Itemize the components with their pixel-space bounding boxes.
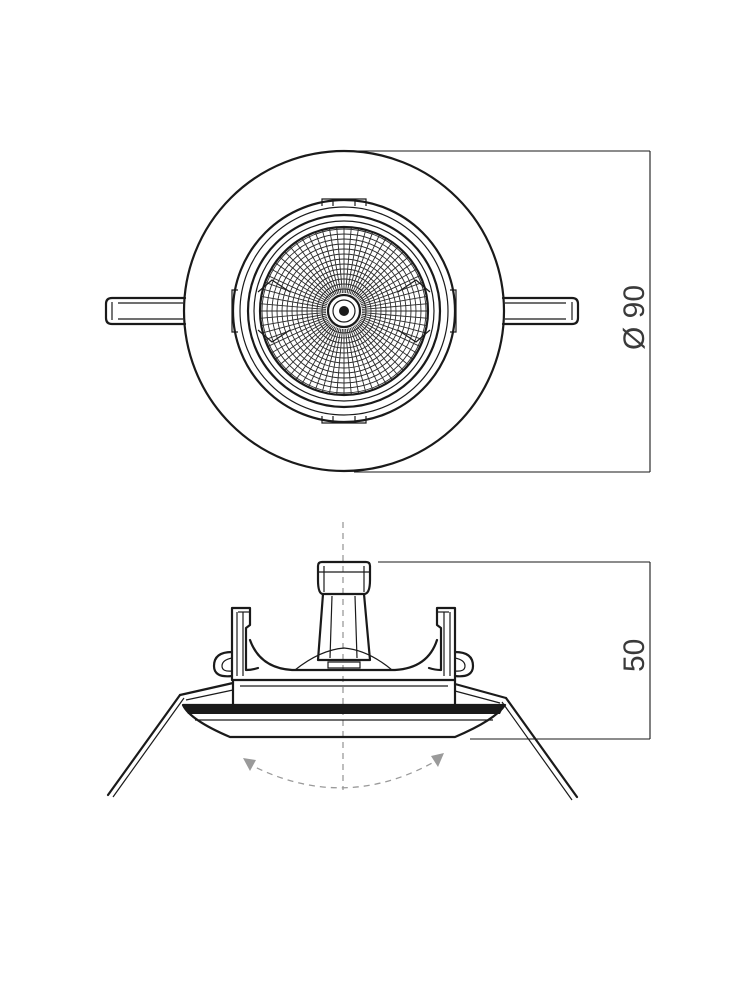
reflector-spoke	[294, 325, 335, 382]
reflector-spoke	[361, 288, 428, 307]
reflector-spoke	[336, 227, 343, 294]
mount-ring-outer	[231, 198, 457, 424]
reflector-facets	[260, 227, 428, 395]
reflector-spoke	[328, 227, 342, 294]
reflector-spoke	[321, 328, 340, 395]
reflector-spoke	[260, 303, 327, 310]
side-spring-right	[453, 682, 579, 801]
reflector-spoke	[336, 328, 343, 395]
reflector-spoke	[282, 323, 332, 373]
reflector-spoke	[361, 313, 428, 327]
lamp-center	[326, 293, 362, 329]
reflector-spoke	[260, 288, 327, 307]
reflector-spoke	[260, 315, 327, 334]
lamp-ring	[246, 213, 442, 409]
reflector-spoke	[282, 249, 332, 299]
reflector-spoke	[260, 312, 327, 319]
outer-bezel	[182, 149, 506, 473]
reflector-spoke	[349, 327, 374, 392]
reflector-spoke	[260, 295, 327, 309]
reflector-spoke	[361, 315, 428, 334]
reflector-spoke	[353, 325, 394, 382]
reflector-spoke	[265, 274, 328, 304]
reflector-spoke	[328, 328, 342, 395]
mount-ring-inner	[239, 206, 449, 416]
reflector-spoke	[349, 230, 374, 295]
height-dimension: 50	[378, 561, 651, 740]
reflector-spoke	[277, 255, 331, 300]
reflector-spoke	[269, 267, 329, 303]
reflector-spoke	[307, 232, 337, 295]
lamp-clips	[257, 279, 431, 343]
reflector-spoke	[300, 236, 336, 296]
side-spring-left	[106, 681, 235, 798]
reflector-spoke	[360, 274, 423, 304]
reflector-spoke	[360, 281, 425, 306]
reflector-spoke	[314, 230, 339, 295]
reflector-spoke	[361, 303, 428, 310]
left-bracket	[212, 606, 260, 682]
side-bezel	[181, 703, 507, 739]
reflector-spoke	[345, 328, 352, 395]
reflector-spoke	[351, 327, 381, 390]
retaining-tabs	[231, 198, 457, 424]
reflector-spoke	[277, 322, 331, 367]
reflector-spoke	[355, 324, 400, 378]
reflector-spoke	[359, 267, 419, 303]
reflector-spoke	[358, 320, 415, 361]
reflector-spoke	[269, 319, 329, 355]
height-label: 50	[618, 639, 651, 672]
reflector-spoke	[348, 227, 367, 294]
reflector-spoke	[355, 244, 400, 298]
reflector-spoke	[360, 318, 423, 348]
reflector-spoke	[357, 255, 411, 300]
reflector-spoke	[265, 318, 328, 348]
reflector-spoke	[361, 295, 428, 309]
reflector-spoke	[352, 236, 388, 296]
reflector-spoke	[353, 240, 394, 297]
reflector-spoke	[288, 324, 333, 378]
reflector-spoke	[360, 316, 425, 341]
reflector-spoke	[307, 327, 337, 390]
reflector-spoke	[288, 244, 333, 298]
reflector-spoke	[260, 313, 327, 327]
reflector-spoke	[351, 232, 381, 295]
reflector-spoke	[356, 323, 406, 373]
diameter-label: Ø 90	[618, 285, 651, 350]
reflector-curve	[248, 638, 439, 672]
reflector-spoke	[345, 227, 352, 294]
reflector-spoke	[359, 319, 419, 355]
lamp-socket	[316, 560, 372, 669]
top-view: Ø 90	[104, 149, 651, 473]
reflector-spoke	[300, 326, 336, 386]
reflector-spoke	[273, 320, 330, 361]
left-spring-clip	[104, 296, 187, 326]
reflector-spoke	[361, 312, 428, 319]
reflector-spoke	[356, 249, 406, 299]
reflector-spoke	[352, 326, 388, 386]
reflector-spoke	[346, 227, 360, 294]
tilt-indicator	[243, 753, 444, 789]
reflector-spoke	[321, 227, 340, 294]
reflector-spoke	[273, 261, 330, 302]
right-bracket	[427, 606, 475, 682]
side-view: 50	[106, 522, 651, 801]
housing-body	[231, 678, 457, 707]
reflector-spoke	[346, 328, 360, 395]
reflector-spoke	[294, 240, 335, 297]
lamp-dome	[294, 647, 393, 671]
diameter-dimension: Ø 90	[354, 150, 651, 473]
reflector-spoke	[348, 328, 367, 395]
reflector-spoke	[357, 322, 411, 367]
reflector-spoke	[358, 261, 415, 302]
reflector-spoke	[263, 281, 328, 306]
reflector-spoke	[263, 316, 328, 341]
right-spring-clip	[501, 296, 580, 326]
reflector-spoke	[314, 327, 339, 392]
